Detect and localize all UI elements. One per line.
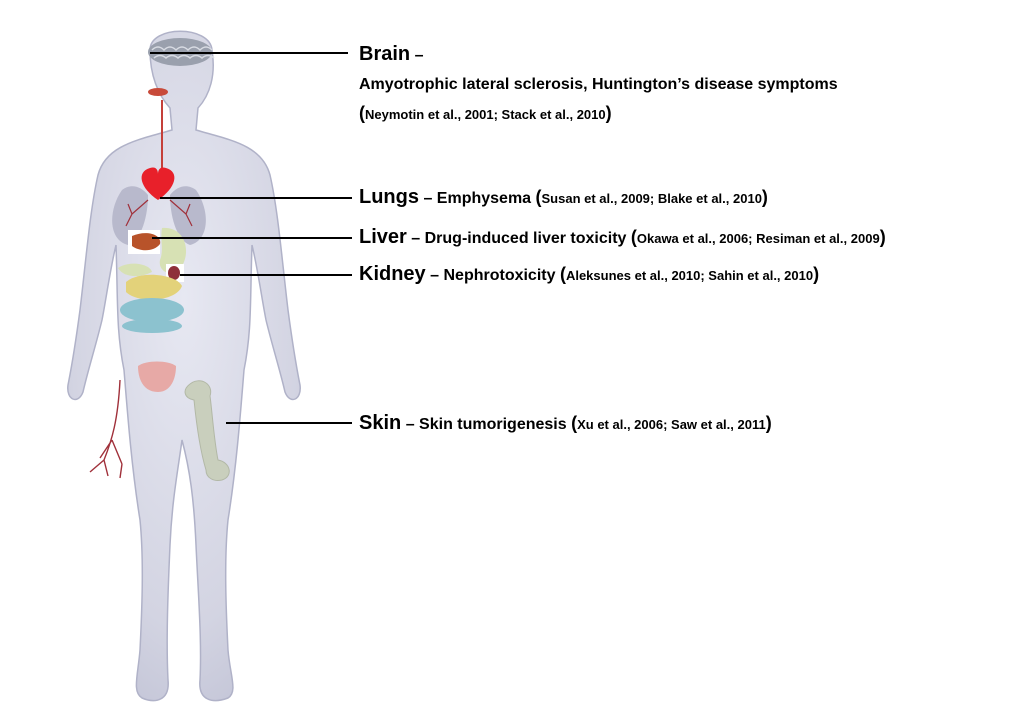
kidney-citation: Aleksunes et al., 2010; Sahin et al., 20… (566, 268, 813, 283)
brain-citation-close: ) (606, 103, 612, 123)
leg-vessels (90, 380, 122, 478)
brain-leader-line (150, 52, 348, 54)
lips (148, 88, 168, 96)
lungs-annotation: Lungs – Emphysema (Susan et al., 2009; B… (359, 187, 768, 207)
kidney-dash: – (426, 267, 444, 284)
brain-citation: Neymotin et al., 2001; Stack et al., 201… (365, 107, 606, 122)
liver-annotation: Liver – Drug-induced liver toxicity (Oka… (359, 227, 886, 247)
liver-description: Drug-induced liver toxicity (425, 230, 631, 247)
liver-citation-close: ) (880, 227, 886, 247)
lungs-dash: – (419, 190, 437, 207)
skin-citation: Xu et al., 2006; Saw et al., 2011 (577, 417, 766, 432)
brain-citation-line: (Neymotin et al., 2001; Stack et al., 20… (359, 104, 612, 123)
kidney-leader-line (180, 274, 352, 276)
brain-description: Amyotrophic lateral sclerosis, Huntingto… (359, 77, 838, 93)
liver-leader-line (152, 237, 352, 239)
kidney-organ-label: Kidney (359, 263, 426, 285)
skin-description: Skin tumorigenesis (419, 416, 571, 433)
liver (128, 230, 160, 254)
kidney-annotation: Kidney – Nephrotoxicity (Aleksunes et al… (359, 264, 819, 284)
brain-organ-label: Brain (359, 43, 410, 65)
body-silhouette (68, 31, 300, 700)
kidney-citation-close: ) (813, 264, 819, 284)
skin-organ-label: Skin (359, 412, 401, 434)
lungs-organ-label: Lungs (359, 186, 419, 208)
liver-dash: – (407, 230, 425, 247)
brain-annotation: Brain – (359, 44, 423, 64)
liver-organ-label: Liver (359, 226, 407, 248)
lungs-citation: Susan et al., 2009; Blake et al., 2010 (542, 191, 762, 206)
skin-annotation: Skin – Skin tumorigenesis (Xu et al., 20… (359, 413, 772, 433)
liver-citation: Okawa et al., 2006; Resiman et al., 2009 (637, 231, 880, 246)
brain-dash: – (410, 47, 423, 64)
skin-dash: – (401, 416, 419, 433)
human-body-illustration (0, 0, 360, 711)
skin-leader-line (226, 422, 352, 424)
lungs-leader-line (160, 197, 352, 199)
skin-citation-close: ) (766, 413, 772, 433)
lungs-citation-close: ) (762, 187, 768, 207)
kidney-description: Nephrotoxicity (443, 267, 559, 284)
lungs-description: Emphysema (437, 190, 536, 207)
